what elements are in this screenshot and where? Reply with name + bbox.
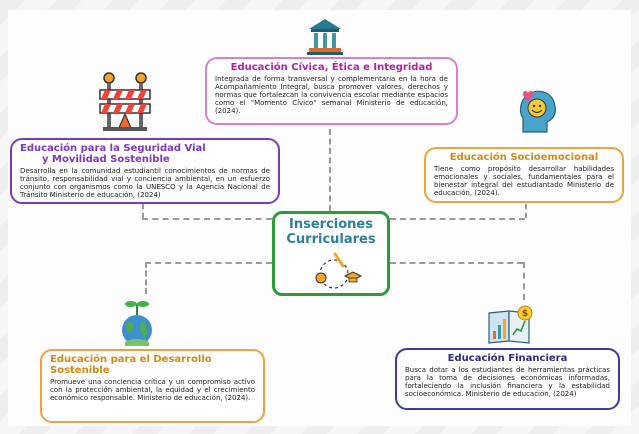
civic-education-card: Educación Cívica, Ética e Integridad Int… (205, 57, 458, 125)
civic-education-title: Educación Cívica, Ética e Integridad (230, 62, 433, 73)
road-barrier-icon (99, 72, 151, 131)
socioemotional-card: Educación Socioemocional Tiene como prop… (424, 147, 624, 203)
connector-top (329, 129, 331, 211)
civic-education-text: Integrada de forma transversal y complem… (215, 75, 448, 115)
connector-right-upper (390, 218, 525, 220)
connector-left-lower (145, 262, 272, 264)
financial-chart-icon: $ (488, 305, 533, 344)
connector-right-lower (390, 262, 523, 264)
learning-tools-icon (315, 252, 363, 289)
socioemotional-title: Educación Socioemocional (449, 152, 599, 163)
emotional-head-icon (519, 90, 556, 133)
curricular-insertions-hub: Inserciones Curriculares (272, 211, 390, 296)
road-safety-title: Educación para la Seguridad Vial y Movil… (20, 143, 206, 165)
hub-title: Inserciones Curriculares (286, 217, 376, 247)
road-safety-text: Desarrolla en la comunidad estudiantil c… (20, 167, 270, 199)
connector-right-upper-drop (525, 204, 527, 218)
financial-education-card: Educación Financiera Busca dotar a los e… (395, 348, 620, 410)
svg-text:$: $ (522, 309, 528, 319)
connector-left-upper-drop (142, 204, 144, 218)
government-building-icon (307, 19, 343, 55)
financial-education-title: Educación Financiera (447, 353, 568, 364)
sustainable-development-title: Educación para el Desarrollo Sostenible (50, 354, 212, 376)
road-safety-card: Educación para la Seguridad Vial y Movil… (10, 138, 280, 204)
sustainable-development-text: Promueve una conciencia crítica y un com… (50, 378, 255, 402)
connector-left-lower-drop (145, 262, 147, 294)
connector-left-upper (142, 218, 272, 220)
financial-education-text: Busca dotar a los estudiantes de herrami… (405, 366, 610, 398)
globe-plant-icon (122, 301, 152, 346)
sustainable-development-card: Educación para el Desarrollo Sostenible … (40, 349, 265, 423)
socioemotional-text: Tiene como propósito desarrollar habilid… (434, 165, 614, 197)
connector-right-lower-drop (523, 262, 525, 300)
